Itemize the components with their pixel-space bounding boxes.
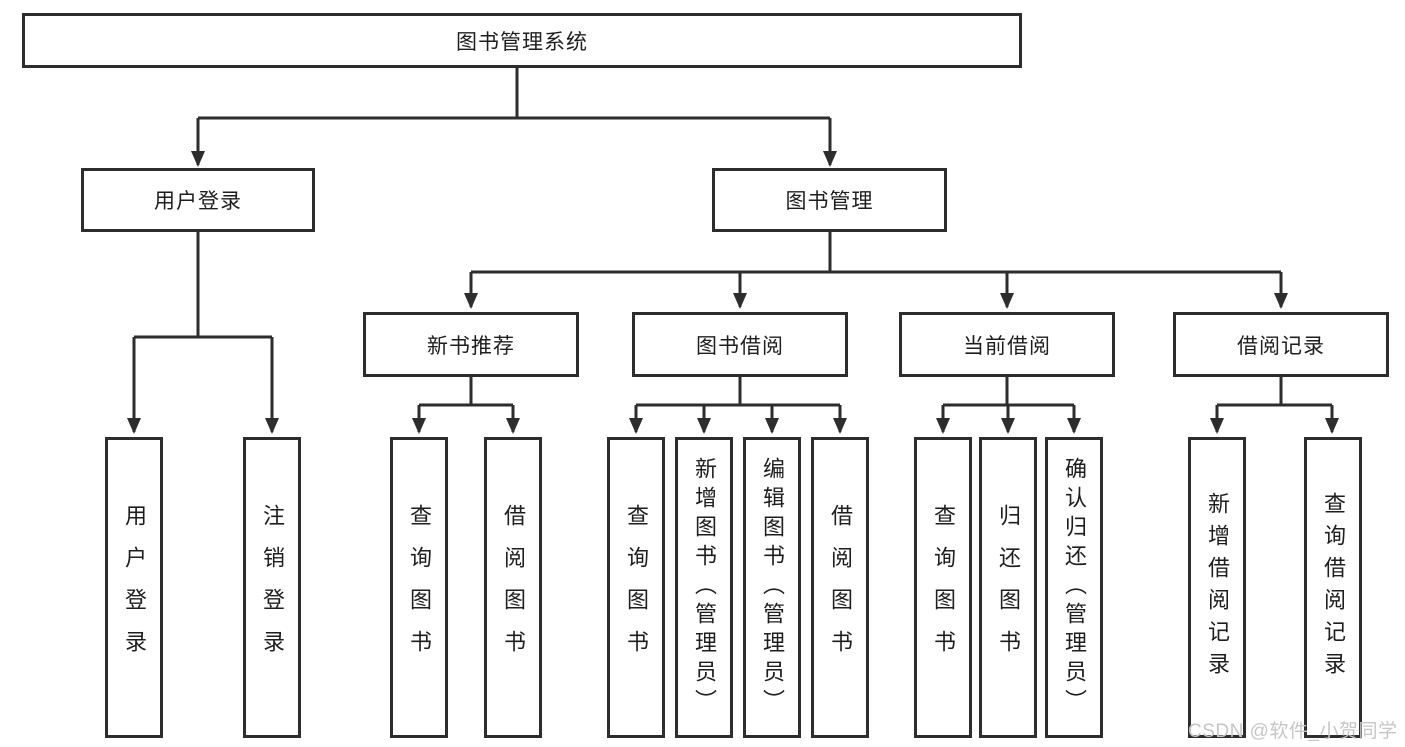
leaf-new-books-borrow: 借阅图书 [484,437,542,738]
leaf-logout: 注销登录 [243,437,301,738]
leaf-current-confirm: 确认归还（管理员） [1045,437,1103,738]
leaf-new-books-borrow-label: 借阅图书 [501,503,526,672]
node-book-borrow: 图书借阅 [632,312,848,377]
node-current-borrow: 当前借阅 [899,312,1115,377]
leaf-current-return-label: 归还图书 [996,503,1021,672]
leaf-current-confirm-label: 确认归还（管理员） [1062,457,1087,718]
leaf-records-add: 新增借阅记录 [1188,437,1246,738]
leaf-borrow-query: 查询图书 [607,437,665,738]
node-new-books: 新书推荐 [363,312,579,377]
leaf-borrow-borrow: 借阅图书 [811,437,869,738]
leaf-borrow-edit: 编辑图书（管理员） [743,437,801,738]
leaf-user-login-label: 用户登录 [122,503,147,672]
node-root: 图书管理系统 [22,13,1022,68]
leaf-current-return: 归还图书 [979,437,1037,738]
leaf-logout-label: 注销登录 [260,503,285,672]
leaf-new-books-query: 查询图书 [390,437,448,738]
leaf-user-login: 用户登录 [105,437,163,738]
leaf-new-books-query-label: 查询图书 [407,503,432,672]
leaf-current-query-label: 查询图书 [931,503,956,672]
leaf-records-query-label: 查询借阅记录 [1321,491,1346,684]
node-borrow-records: 借阅记录 [1173,312,1389,377]
leaf-borrow-add-label: 新增图书（管理员） [692,457,717,718]
leaf-borrow-query-label: 查询图书 [624,503,649,672]
leaf-borrow-add: 新增图书（管理员） [675,437,733,738]
leaf-borrow-edit-label: 编辑图书（管理员） [760,457,785,718]
leaf-records-add-label: 新增借阅记录 [1205,491,1230,684]
watermark: CSDN @软件_小贺同学 [1188,721,1398,742]
node-user-login: 用户登录 [81,168,315,232]
leaf-records-query: 查询借阅记录 [1304,437,1362,738]
leaf-current-query: 查询图书 [914,437,972,738]
node-book-mgmt: 图书管理 [712,168,947,232]
leaf-borrow-borrow-label: 借阅图书 [828,503,853,672]
